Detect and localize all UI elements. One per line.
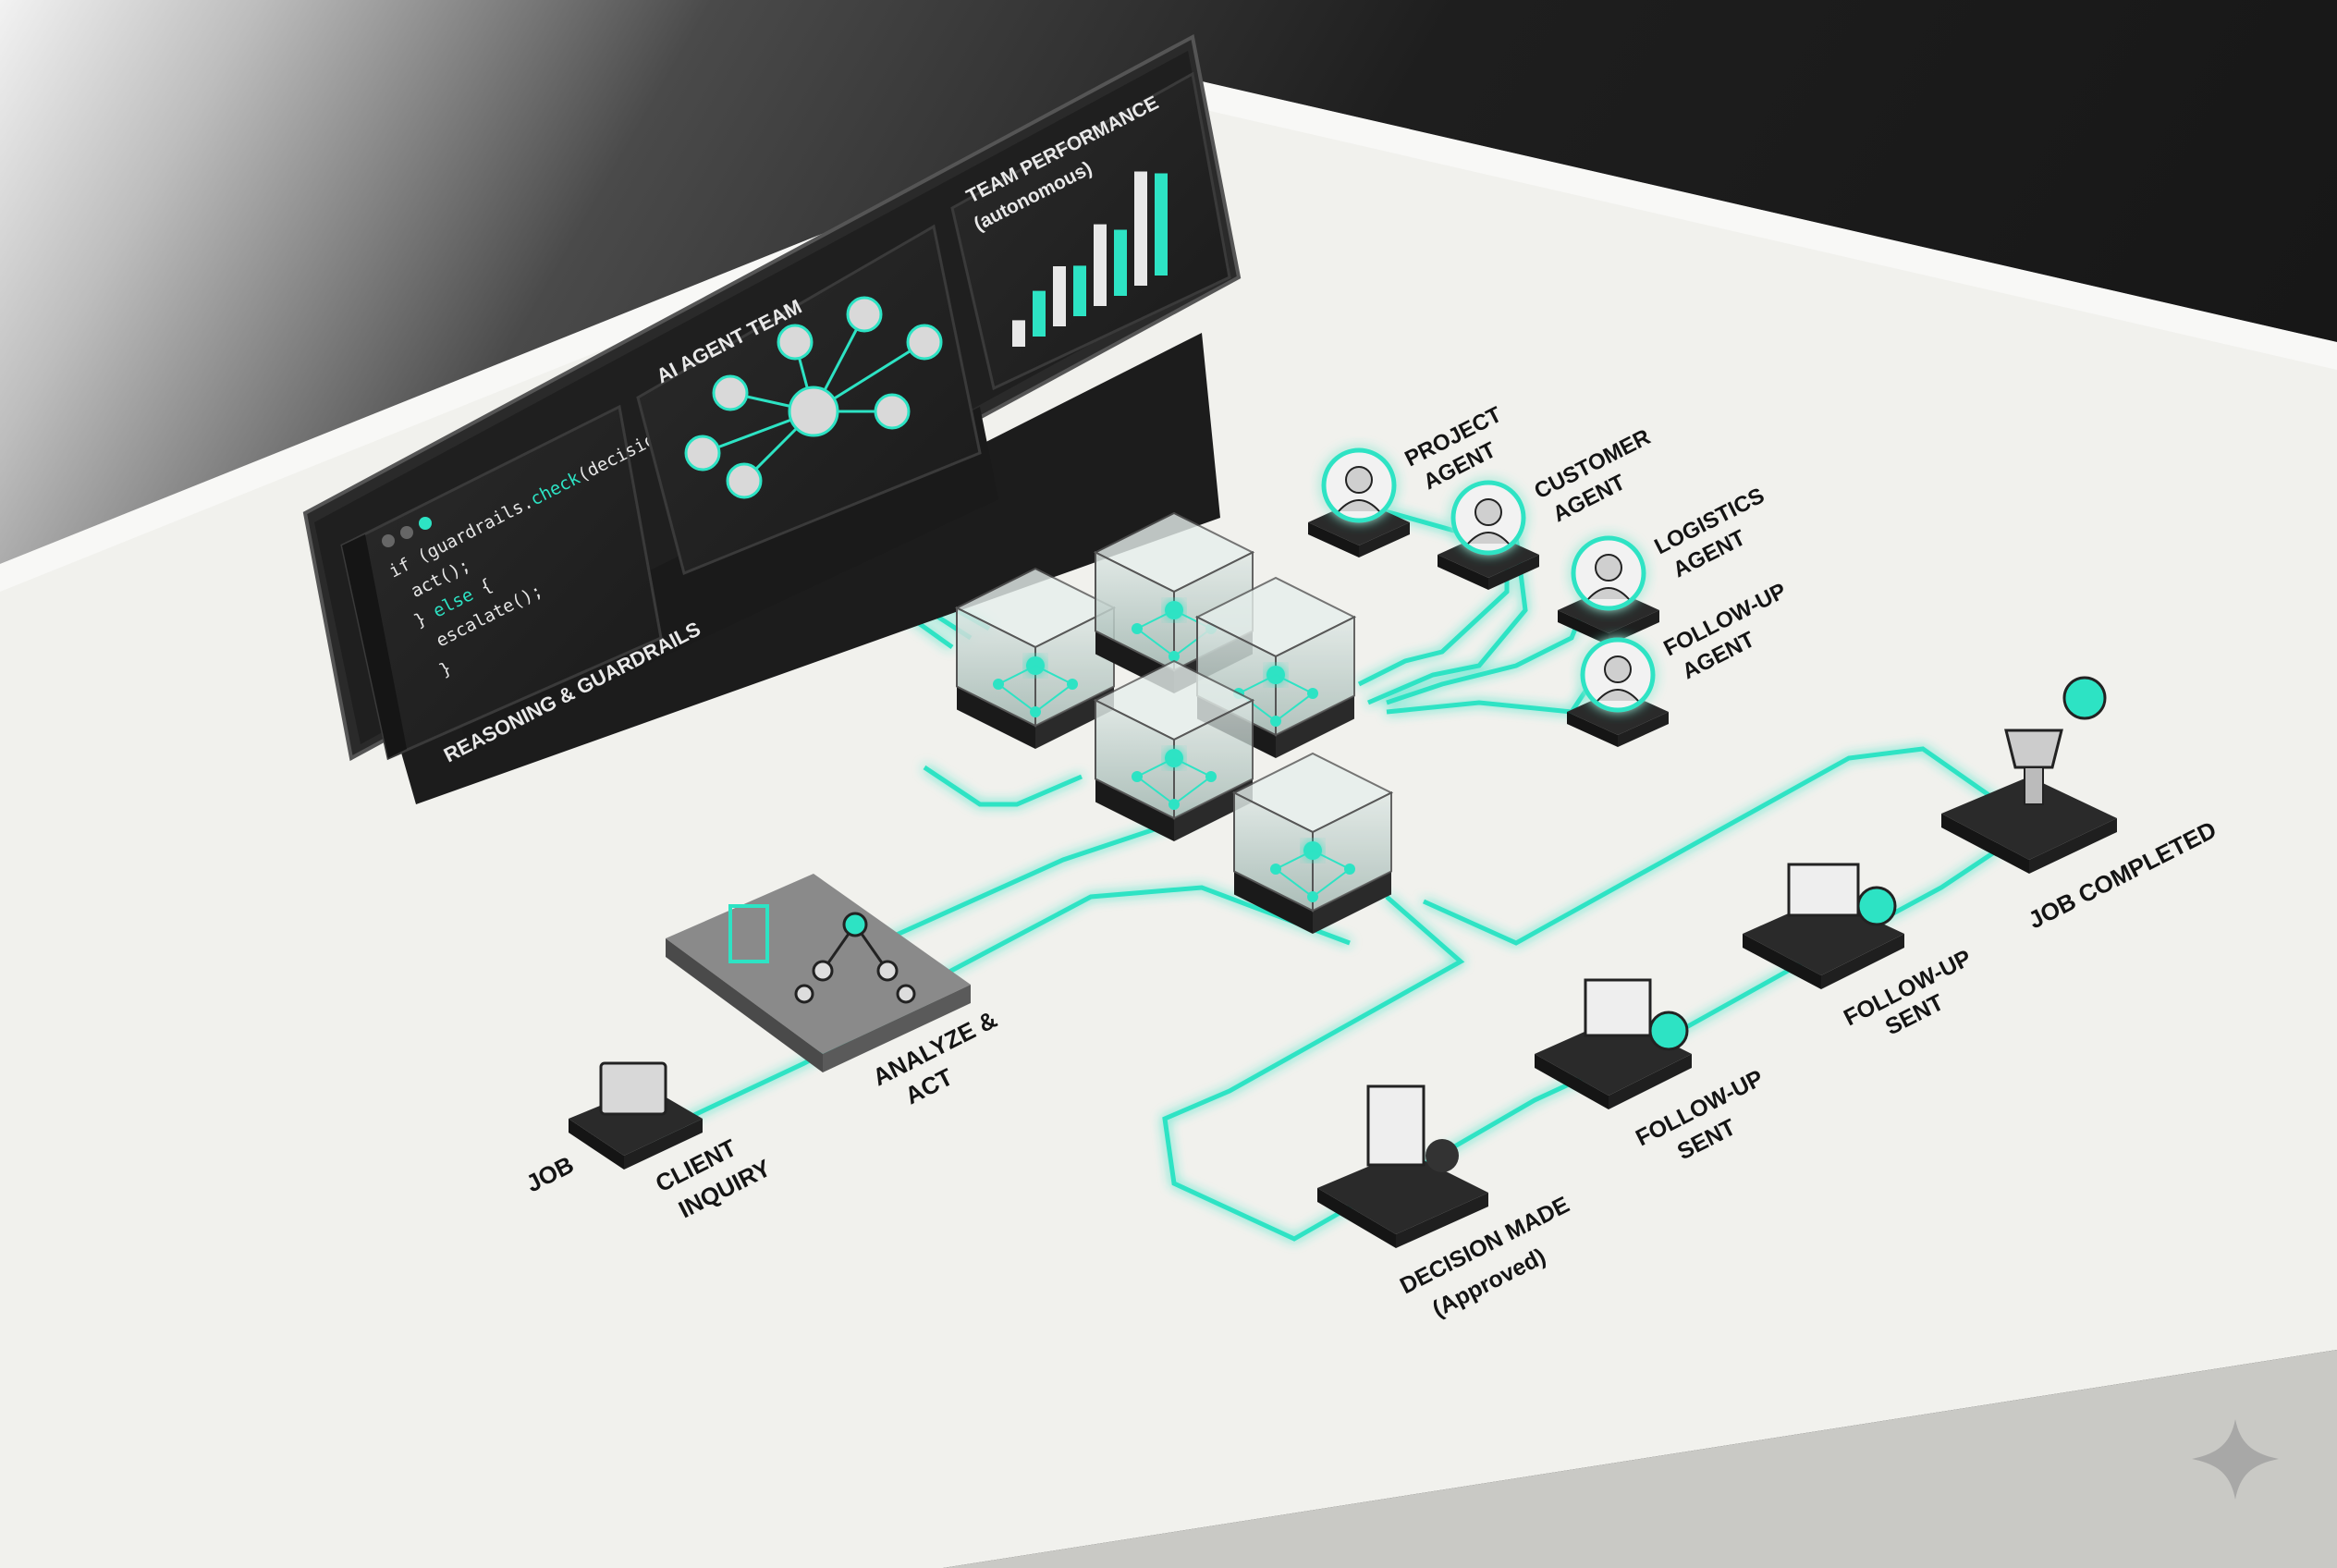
gate-icon — [728, 904, 769, 963]
check-icon — [2062, 676, 2107, 720]
performance-bar — [1012, 320, 1025, 347]
neural-cube — [1231, 752, 1394, 934]
performance-bar — [1155, 173, 1168, 276]
trophy-icon — [2004, 729, 2063, 769]
completed-platform — [1941, 676, 2117, 874]
decision-tree-icon — [794, 912, 916, 1004]
neural-cube — [1194, 576, 1357, 758]
decision-platform — [1317, 1084, 1488, 1248]
performance-bar — [1053, 266, 1066, 326]
check-icon — [1856, 886, 1897, 926]
performance-bars — [1012, 171, 1168, 347]
followup2-platform — [1743, 863, 1904, 989]
agent-network-nodes — [684, 296, 943, 499]
analyze-platform — [666, 874, 971, 1072]
envelope-icon — [1787, 863, 1860, 917]
document-icon — [1366, 1084, 1425, 1167]
check-icon — [1648, 1011, 1689, 1051]
performance-bar — [1033, 290, 1046, 337]
performance-bar — [1073, 265, 1086, 316]
followup1-platform — [1535, 978, 1692, 1109]
neural-core-cluster — [954, 511, 1394, 934]
neural-cube — [1093, 659, 1255, 841]
neural-cube — [954, 567, 1117, 749]
email-icon — [1584, 978, 1652, 1037]
folder-icon — [599, 1061, 667, 1116]
performance-bar — [1114, 229, 1127, 296]
sparkle-icon — [2192, 1419, 2279, 1500]
stamp-icon — [1425, 1139, 1459, 1172]
performance-bar — [1134, 171, 1147, 286]
job-platform — [569, 1061, 703, 1170]
performance-bar — [1094, 224, 1107, 306]
